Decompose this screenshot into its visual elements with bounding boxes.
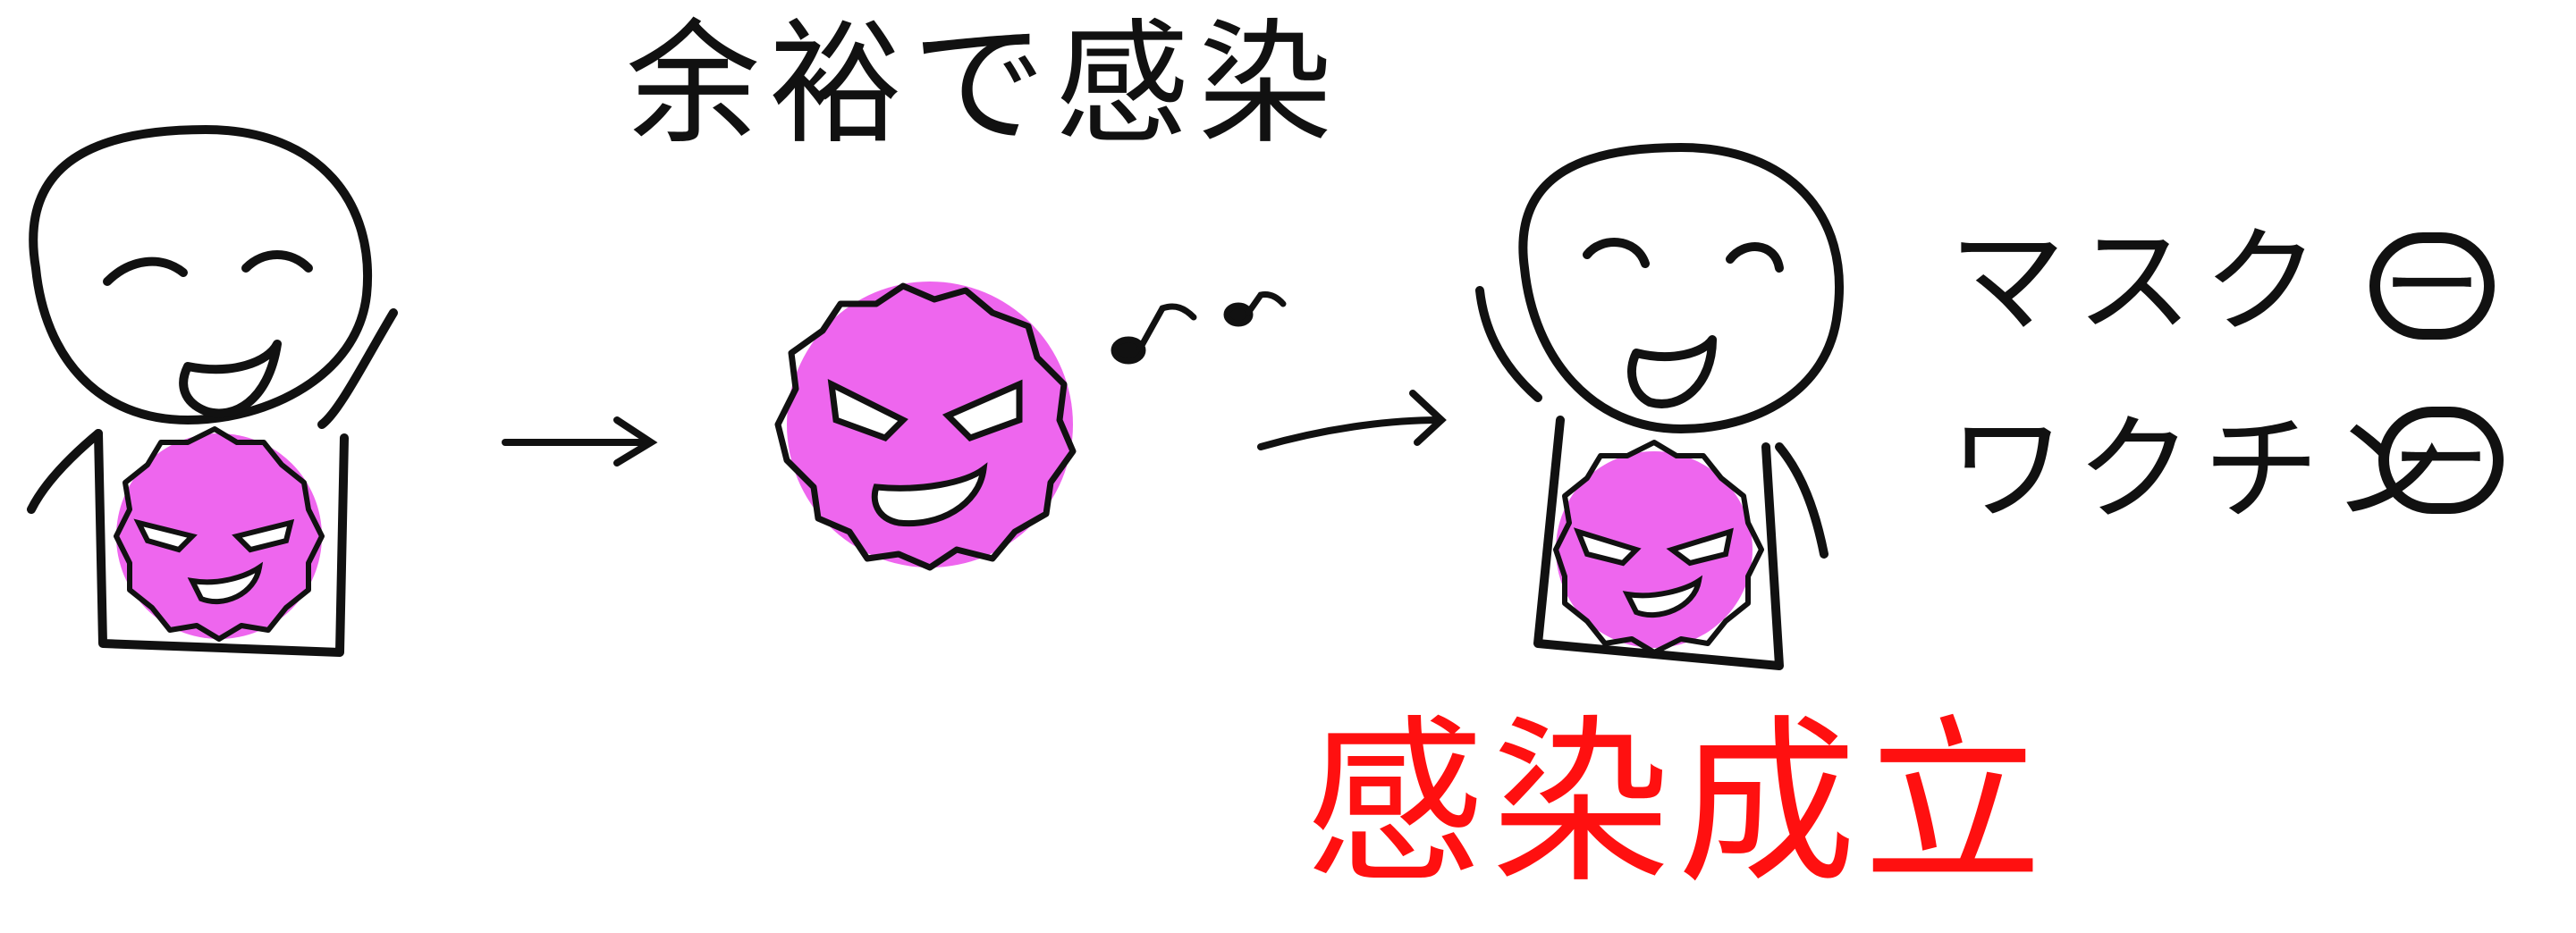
virus-free-icon — [774, 282, 1077, 571]
arrow-right-2-icon — [1257, 390, 1447, 450]
infection-established-label: 感染成立 — [1305, 700, 2050, 908]
vaccine-label: ワクチン — [1949, 401, 2458, 537]
infection-easy-label: 余裕で感染 — [626, 7, 1342, 163]
mask-status-badge: ー — [2369, 232, 2495, 340]
vaccine-status-badge: ー — [2378, 407, 2504, 514]
person-left-icon — [27, 125, 398, 657]
person-right-icon — [1475, 143, 1844, 670]
arrow-right-icon — [502, 416, 658, 466]
virus-in-body-right-icon — [1553, 440, 1764, 655]
music-notes-icon — [1111, 291, 1287, 365]
mask-label: マスク — [1949, 214, 2331, 349]
virus-in-body-left-icon — [114, 426, 325, 642]
